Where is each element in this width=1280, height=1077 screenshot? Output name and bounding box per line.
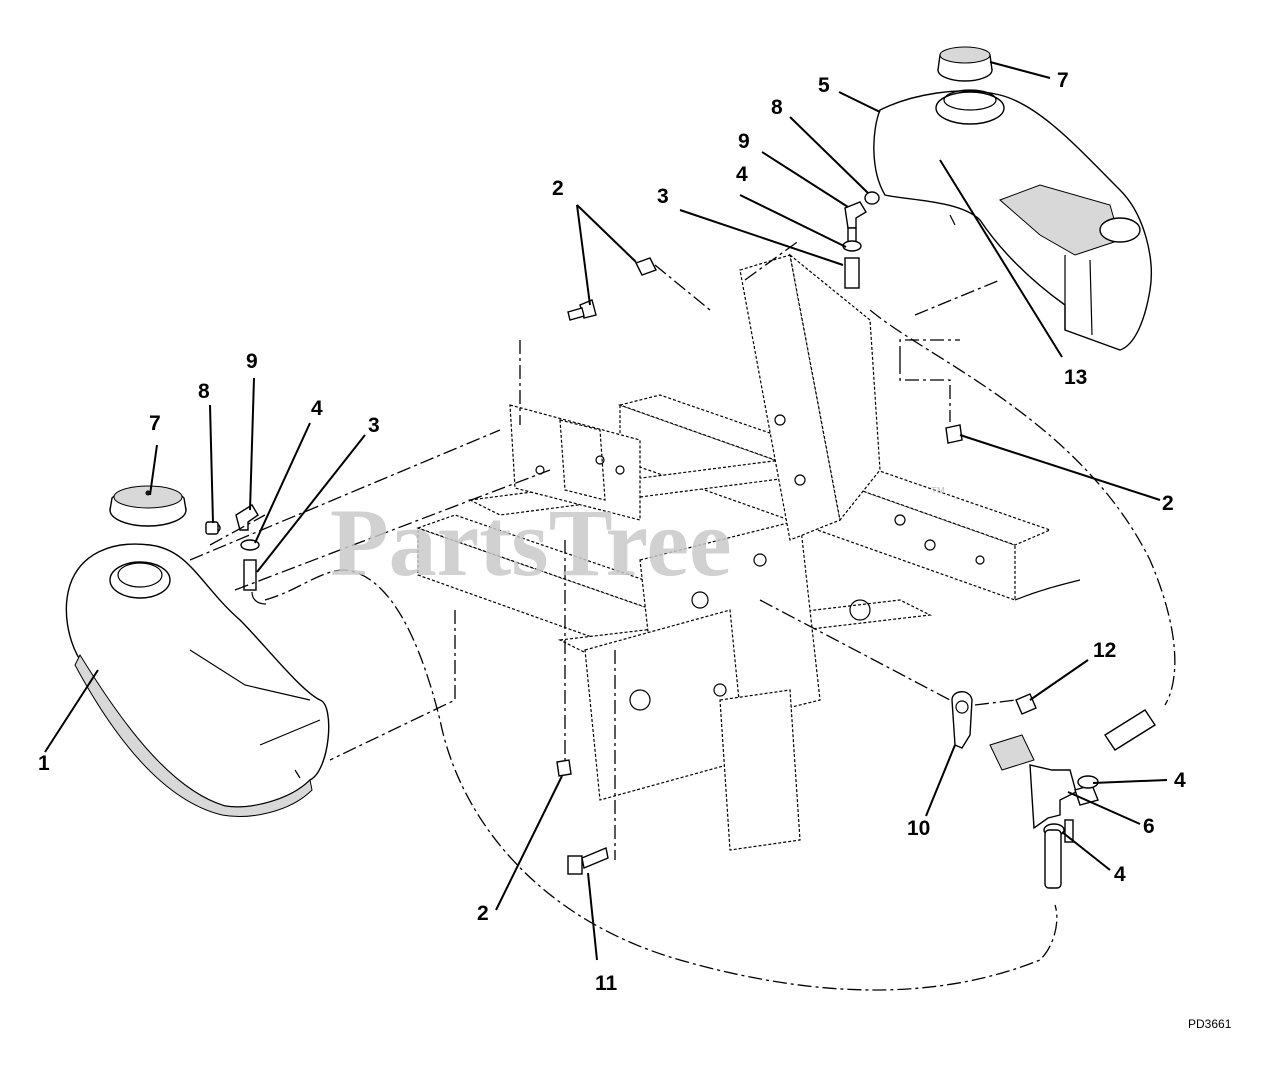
right-tank-fittings <box>842 191 880 289</box>
watermark-trademark: ™ <box>930 485 946 502</box>
callout-3: 3 <box>368 414 380 437</box>
callout-9: 9 <box>738 130 750 153</box>
callout-9: 9 <box>246 350 258 373</box>
callout-4: 4 <box>736 163 748 186</box>
leader-lines <box>44 61 1168 961</box>
callout-2: 2 <box>552 177 564 200</box>
callout-12: 12 <box>1093 639 1116 662</box>
callout-10: 10 <box>907 817 930 840</box>
left-fuel-cap <box>109 485 187 527</box>
callout-7: 7 <box>1057 69 1069 92</box>
callout-4: 4 <box>311 397 323 420</box>
callout-11: 11 <box>595 972 618 995</box>
callout-7: 7 <box>149 412 161 435</box>
callout-4: 4 <box>1174 769 1186 792</box>
callout-5: 5 <box>818 74 830 97</box>
callout-8: 8 <box>198 380 210 403</box>
chassis-frame <box>416 253 1081 851</box>
callout-labels: 1 2 2 2 3 3 4 4 4 4 5 6 7 7 8 8 9 9 10 1… <box>38 69 1186 995</box>
assembly-lines <box>189 239 1176 991</box>
callout-8: 8 <box>771 96 783 119</box>
callout-6: 6 <box>1143 815 1155 838</box>
callout-4: 4 <box>1114 863 1126 886</box>
fuel-valve-assembly <box>951 691 1156 889</box>
callout-3: 3 <box>657 185 669 208</box>
callout-1: 1 <box>38 752 50 775</box>
right-fuel-cap <box>937 46 993 82</box>
callout-2: 2 <box>1162 492 1174 515</box>
screws <box>556 257 963 777</box>
watermark: PartsTree <box>330 489 732 596</box>
callout-2: 2 <box>477 902 489 925</box>
callout-13: 13 <box>1064 366 1087 389</box>
left-fuel-tank <box>65 543 330 817</box>
drawing-code: PD3661 <box>1188 1017 1232 1031</box>
bolt <box>567 847 609 875</box>
right-fuel-tank <box>873 89 1152 351</box>
